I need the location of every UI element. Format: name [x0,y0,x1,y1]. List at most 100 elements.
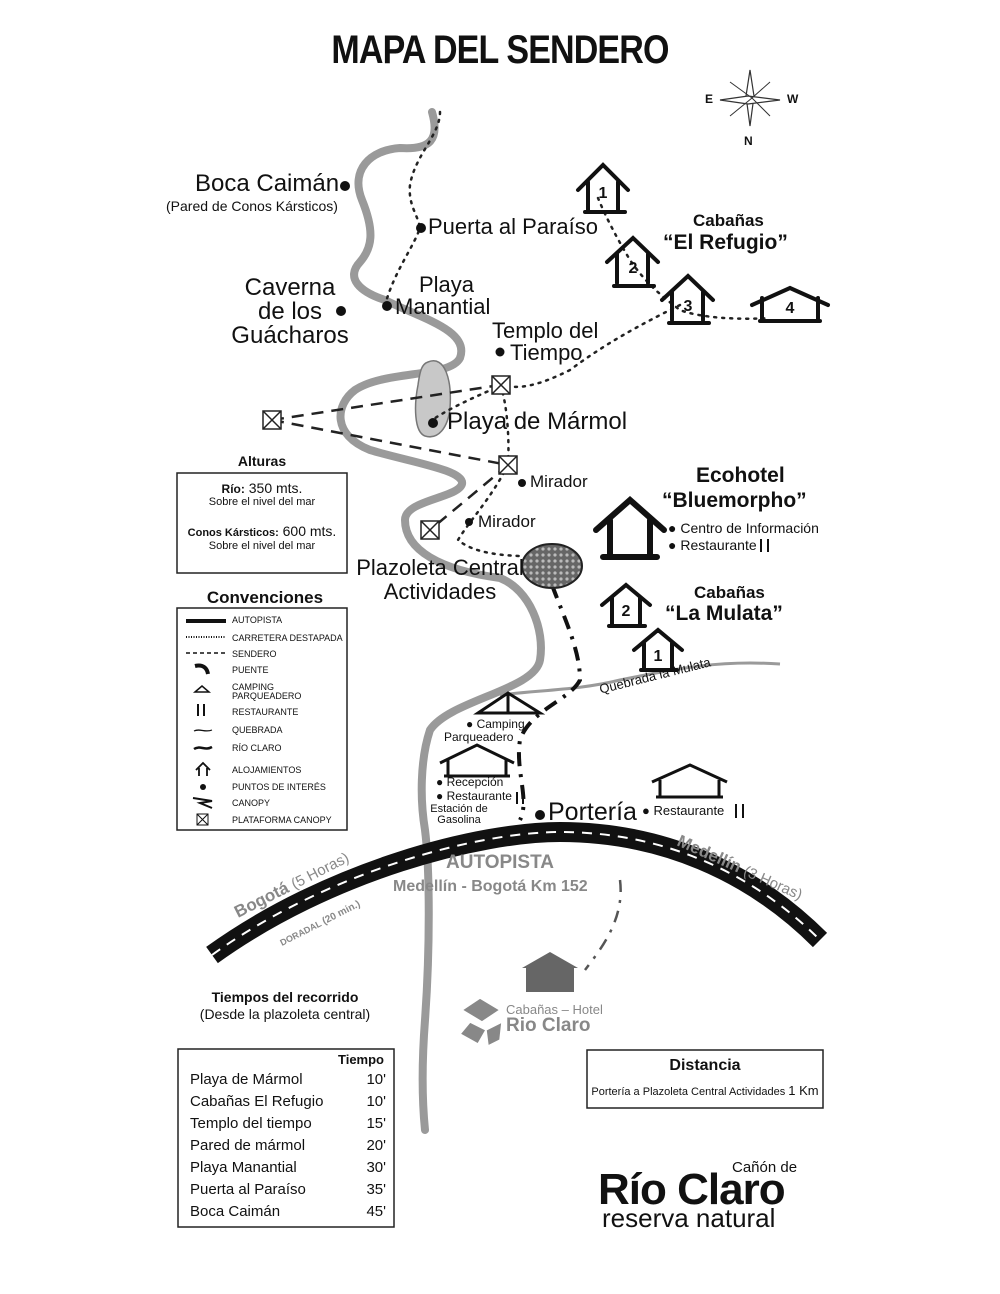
compass-east: E [705,92,714,106]
alturas-title: Alturas [237,453,287,469]
playa-manantial-label-2: Manantial [395,294,491,319]
autopista-road [206,821,828,964]
fork-icon [760,539,769,552]
distancia-title: Distancia [669,1057,741,1074]
autopista-km-label: Medellín - Bogotá Km 152 [393,878,588,895]
restaurante-label-1: ● Restaurante [436,789,512,803]
restaurante-text-2: Restaurante [653,803,725,818]
ecohotel-title-2: “Bluemorpho” [662,489,807,512]
cabin-3-icon [660,273,715,325]
canopy-platform-icon [498,455,518,475]
brand-sub: reserva natural [602,1203,776,1233]
recepcion-label: ● Recepción [436,775,504,789]
route-name: Boca Caimán [190,1203,281,1220]
boca-caiman-label: Boca Caimán [195,170,340,197]
caverna-guacharos-label: Caverna de los Guácharos [225,276,355,348]
estacion-gasolina-label: Estación de Gasolina [428,804,490,826]
cabin-1-icon [576,162,630,214]
conv-sendero: SENDERO [232,649,277,659]
restaurant-building-icon [651,763,728,799]
plazoleta-central-area [521,543,583,589]
carretera-destapada [517,584,583,821]
tiempos-subtitle: (Desde la plazoleta central) [199,1006,371,1022]
canopy-icon [192,797,213,809]
conos-value: 600 mts. [282,523,337,539]
camping-label: ● Camping [466,717,525,731]
cabin-2-icon [600,582,652,628]
brand-main: Río Claro [598,1165,786,1214]
canopy-platform-icon [262,410,282,430]
route-time: 20' [366,1137,386,1154]
fork-icon [516,792,524,804]
playa-manantial-label-1: Playa [419,272,475,297]
conv-restaurante: RESTAURANTE [232,707,299,717]
alojamientos-icon [195,761,211,776]
centro-informacion-text: Centro de Información [680,520,819,536]
convention-icons [186,619,226,826]
refugio-cabins [576,162,830,325]
rio-icon [193,745,213,751]
templo-label-1: Templo del [492,318,599,343]
tiempos-title: Tiempos del recorrido [211,989,359,1005]
compass-north: N [744,134,753,148]
rio-claro-hotel-logo [458,997,503,1048]
alturas-box [176,472,348,574]
puerta-paraiso-label: Puerta al Paraíso [428,214,598,239]
route-time: 10' [366,1071,386,1088]
refugio-title-2: “El Refugio” [663,231,788,254]
cabin-4-icon [750,285,830,323]
route-time: 10' [366,1093,386,1110]
conv-camping: CAMPING [232,682,275,692]
hotel-access-road [584,879,622,971]
autopista-label: AUTOPISTA [446,852,555,873]
route-name: Puerta al Paraíso [190,1181,306,1198]
rio-claro-river [336,108,545,1134]
camping-text: Camping [476,717,525,731]
route-name: Playa Manantial [190,1159,297,1176]
caverna-line-1: Caverna [244,274,336,301]
playa-marmol-label: Playa de Mármol [447,408,628,435]
map-title: MAPA DEL SENDERO [331,28,669,72]
distancia-text: Portería a Plazoleta Central Actividades… [587,1084,823,1098]
camping-icon-small [192,685,212,693]
route-name: Templo del tiempo [190,1115,312,1132]
canopy-platforms [262,375,518,540]
distancia-route: Portería a Plazoleta Central Actividades [591,1086,786,1098]
tiempos-box-shadow [181,1052,395,1228]
plazoleta-label: Plazoleta Central Actividades [355,556,525,604]
boca-caiman-sublabel: (Pared de Conos Kársticos) [166,198,338,214]
points-of-interest [336,181,545,820]
tiempos-header: Tiempo [338,1052,384,1067]
puente-icon [194,663,210,675]
convenciones-box [176,607,348,831]
alturas-rio: Río: 350 mts. [177,481,347,495]
conos-label: Conos Kársticos: [187,527,279,539]
conv-rio-claro: RÍO CLARO [232,743,282,753]
centro-informacion-label: ● Centro de Información [668,520,819,536]
distancia-value: 1 Km [788,1083,819,1098]
conv-alojamientos: ALOJAMIENTOS [232,765,302,775]
distancia-box [586,1049,824,1109]
estacion-line-1: Estación de [430,803,488,815]
restaurant-fork-icons [516,539,769,818]
refugio-title-1: Cabañas [693,211,764,230]
mulata-title-2: “La Mulata” [665,602,783,625]
estacion-line-2: Gasolina [437,814,481,826]
conv-puntos: PUNTOS DE INTERÉS [232,782,326,792]
route-time: 45' [366,1203,386,1220]
mirador-label-1: Mirador [530,472,588,491]
autopista-icon [186,619,226,623]
restaurante-text-1: Restaurante [446,789,512,803]
puntos-interes-icon [200,784,206,790]
cabin-number: 1 [599,185,608,202]
conv-autopista: AUTOPISTA [232,615,283,625]
templo-label-2: Tiempo [510,340,583,365]
conv-parqueadero: PARQUEADERO [232,691,302,701]
ecohotel-restaurante-label: ● Restaurante [668,537,757,553]
canopy-platform-icon [420,520,440,540]
